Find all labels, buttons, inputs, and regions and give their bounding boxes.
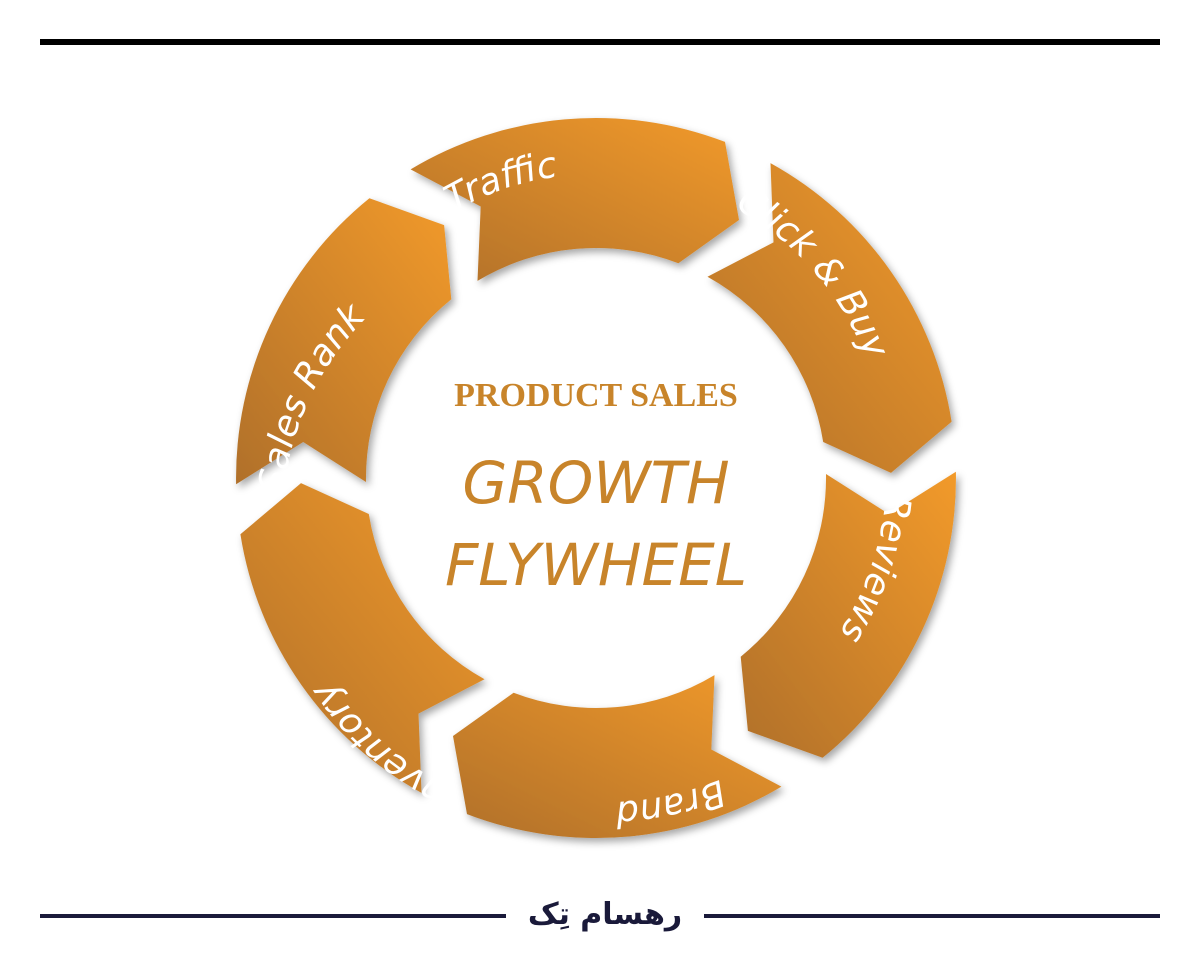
center-title-line2: FLYWHEEL [445,531,747,599]
segment-click-buy [707,163,952,473]
segment-reviews [740,471,956,758]
segment-brand [453,675,782,839]
footer-rule-left [40,914,506,918]
segments-layer [236,117,956,839]
footer-rule-right [704,914,1160,918]
center-subtitle: PRODUCT SALES [454,377,738,414]
segment-inventory [240,483,485,793]
segment-sales-rank [236,198,452,485]
center-title-line1: GROWTH [462,449,729,517]
top-rule [40,39,1160,45]
segment-traffic [410,117,739,281]
footer-logo: رهسام تِک [527,896,683,932]
